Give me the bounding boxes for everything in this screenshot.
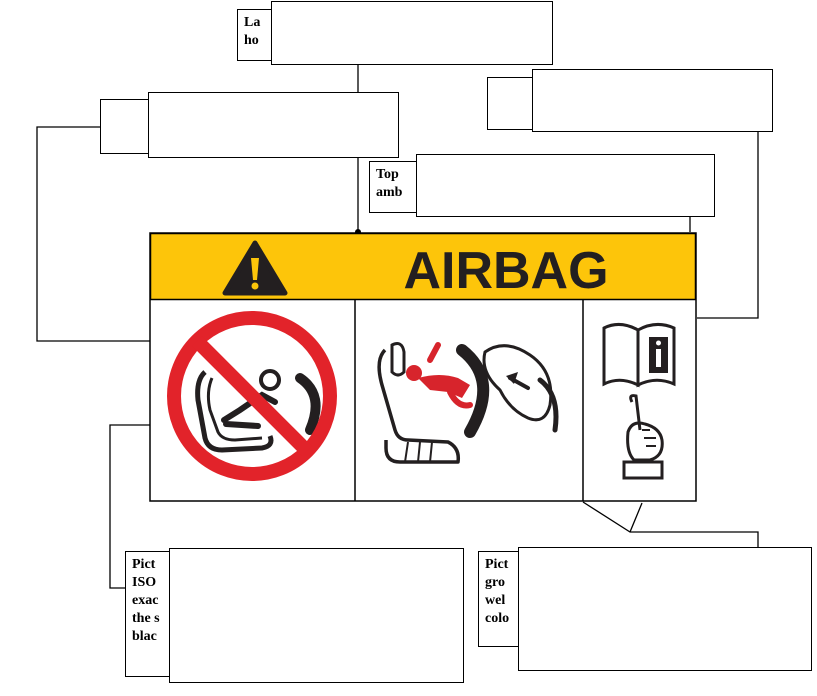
pointing-finger-icon	[622, 394, 664, 480]
leader-line-bottom-right-2	[629, 502, 643, 533]
cover-box-upper-right	[532, 69, 773, 132]
airbag-deployment-icon	[377, 342, 559, 464]
warning-triangle-icon	[222, 240, 288, 296]
owners-manual-icon	[602, 323, 676, 388]
cover-box-upper-left	[148, 92, 399, 158]
cover-box-bottom-left	[169, 548, 464, 683]
cover-box-bottom-right	[518, 547, 812, 671]
cover-box-top-center	[271, 1, 553, 65]
label-title: AIRBAG	[403, 242, 608, 300]
leader-line-left	[36, 126, 150, 342]
no-rear-facing-child-seat-icon	[167, 311, 337, 481]
leader-line-right	[697, 130, 759, 319]
leader-line-bottom-right	[582, 501, 759, 548]
cover-box-middle	[416, 154, 715, 217]
leader-line-bottom-left	[109, 424, 150, 589]
